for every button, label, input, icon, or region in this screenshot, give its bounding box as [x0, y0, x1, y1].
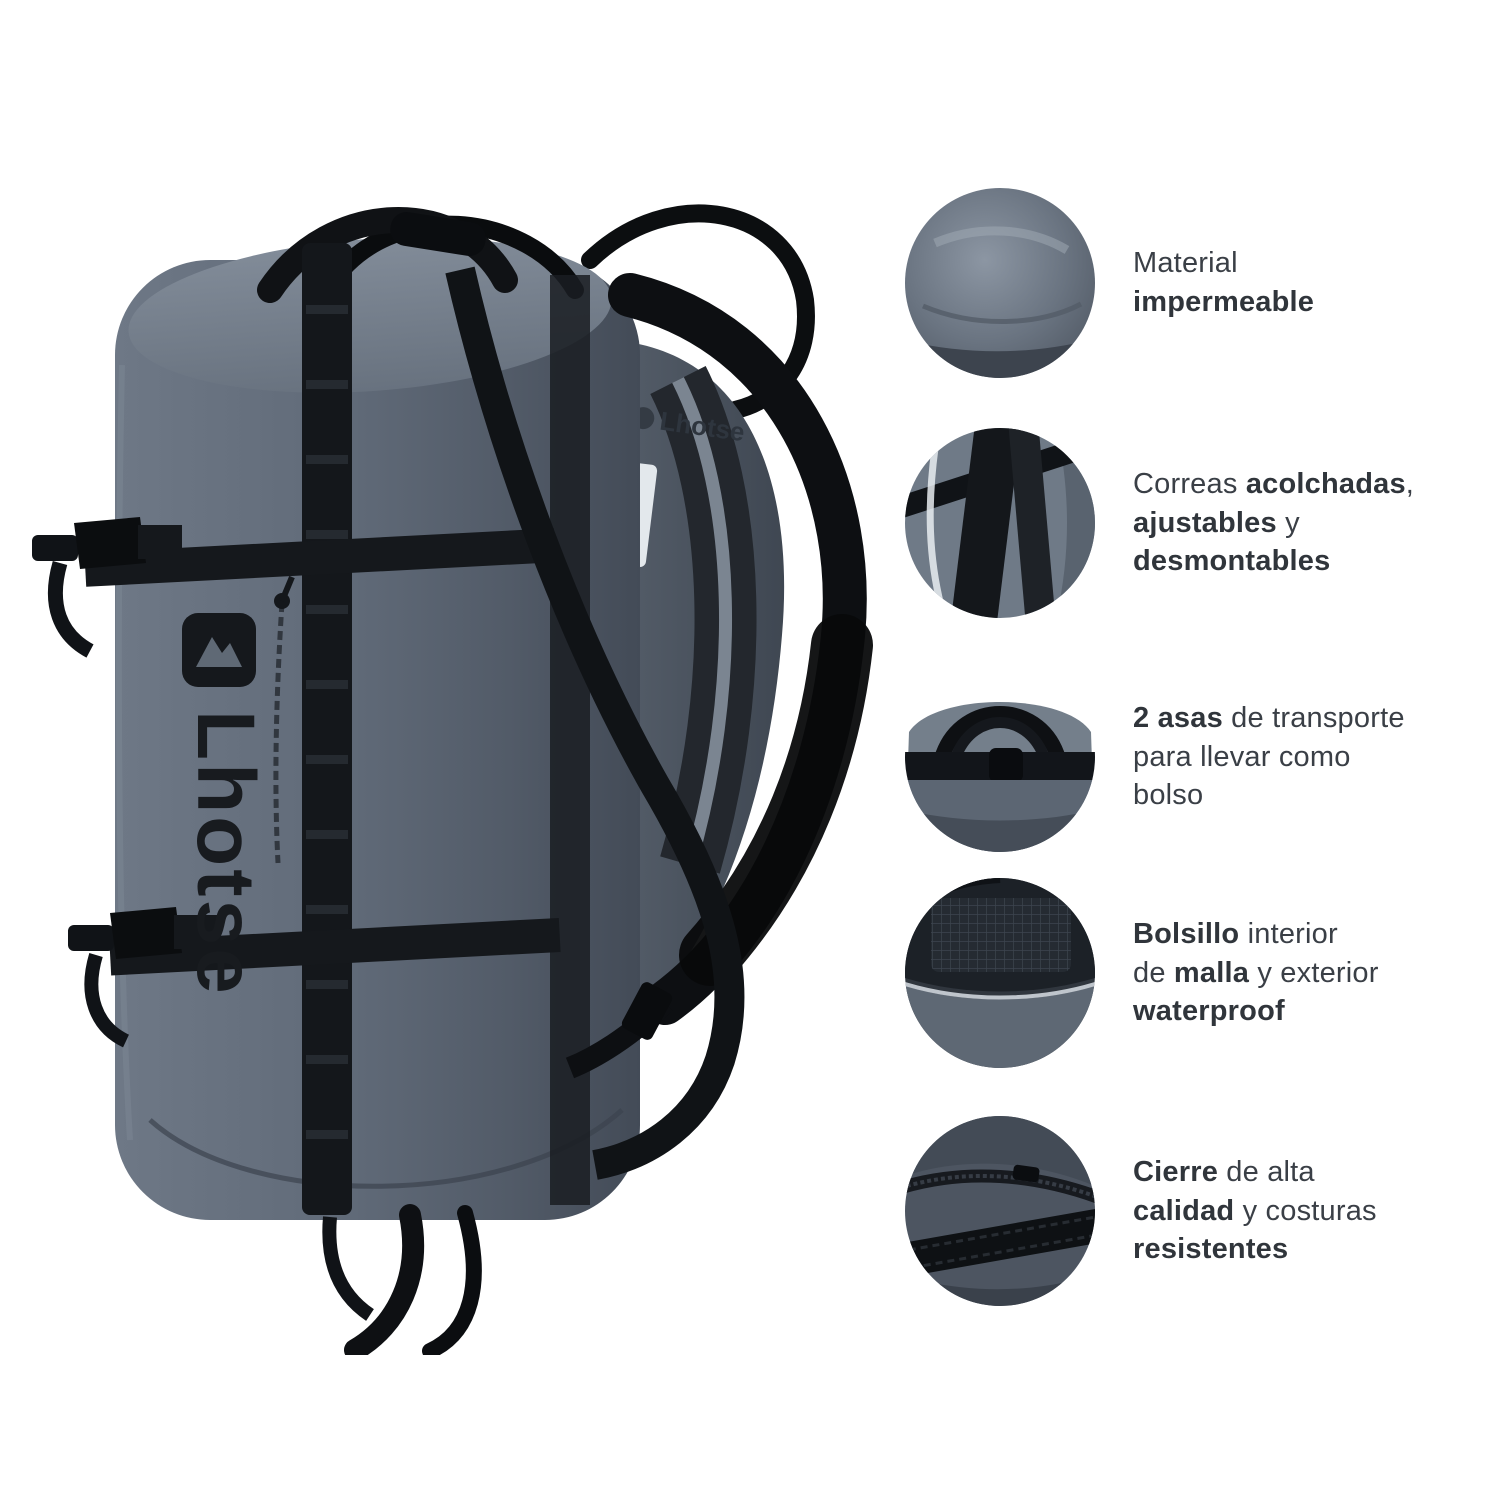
straps-detail-photo — [905, 428, 1095, 618]
product-photo-duffel-bag: Lhotse — [30, 165, 910, 1355]
strap-adjuster-buckle — [621, 982, 673, 1040]
handles-closeup-illustration — [905, 662, 1095, 852]
daisy-chain-webbing — [302, 243, 352, 1215]
material-detail-photo — [905, 188, 1095, 378]
side-release-buckle-bottom — [68, 907, 218, 1048]
zipper-detail-photo — [905, 1116, 1095, 1306]
pocket-detail-photo — [905, 878, 1095, 1068]
brand-logo-vertical: Lhotse — [180, 710, 271, 997]
crossing-strap — [445, 266, 745, 1180]
compression-strap-bottom — [109, 917, 561, 976]
mountain-icon — [196, 637, 242, 667]
reflective-strip-highlight — [672, 377, 732, 867]
bag-body — [115, 260, 640, 1220]
duffel-bag-illustration: Lhotse — [32, 204, 873, 1355]
side-release-buckle-top — [32, 517, 182, 658]
zipper-closeup-illustration — [905, 1116, 1095, 1306]
brand-logo-mark — [182, 613, 256, 687]
front-pocket-zipper — [273, 575, 295, 864]
straps-closeup-illustration — [905, 428, 1095, 618]
fabric-closeup-illustration — [905, 188, 1095, 378]
handle-grip-wrap — [390, 212, 486, 256]
shoulder-strap-pad — [679, 614, 873, 986]
mesh-pocket-closeup-illustration — [905, 878, 1095, 1068]
compression-strap-top — [84, 528, 556, 587]
handles-detail-photo — [905, 662, 1095, 852]
bottom-strap-tails — [322, 1204, 482, 1355]
